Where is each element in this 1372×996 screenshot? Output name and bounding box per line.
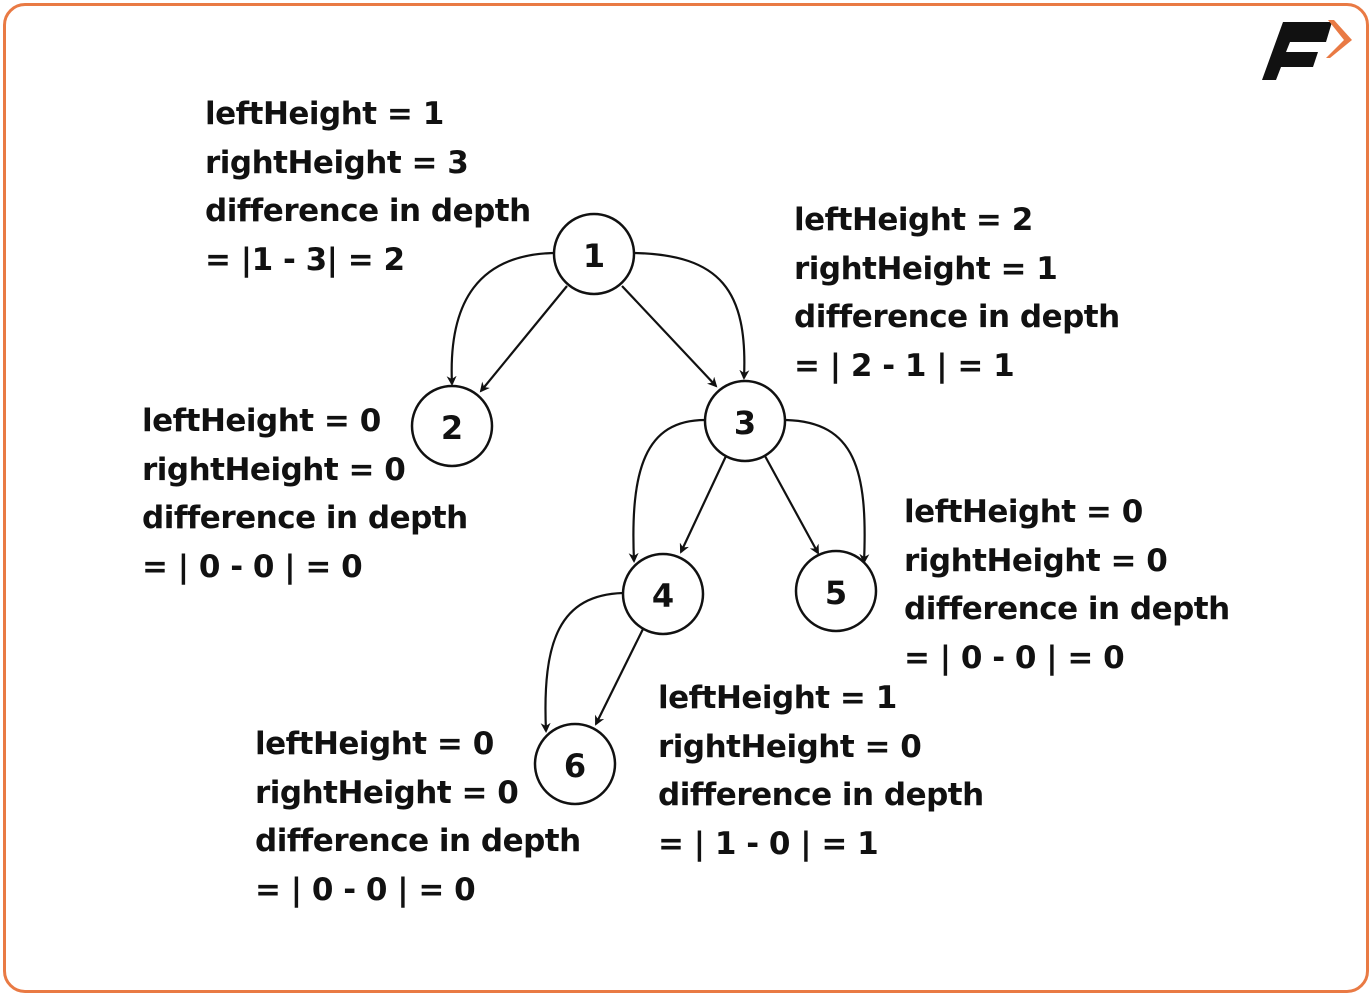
- annotation-node-2: leftHeight = 0 rightHeight = 0 differenc…: [142, 397, 468, 591]
- annotation-line: rightHeight = 3: [205, 144, 469, 181]
- annotation-line: difference in depth: [205, 193, 531, 229]
- node-3: [703, 379, 787, 463]
- diagram-frame: [3, 3, 1369, 993]
- logo: [1262, 20, 1352, 80]
- edge-4-6-curve: [540, 591, 624, 733]
- annotation-line: leftHeight = 0: [255, 726, 494, 762]
- node-3-label: 3: [734, 404, 756, 442]
- node-1: [552, 212, 636, 296]
- annotation-line: rightHeight = 0: [142, 451, 406, 488]
- annotation-line: difference in depth: [904, 591, 1230, 627]
- annotation-line: leftHeight = 2: [794, 202, 1033, 238]
- node-2: [410, 384, 494, 468]
- annotation-line: = |1 - 3| = 2: [205, 241, 405, 278]
- logo-f-icon: [1262, 22, 1332, 80]
- edge-3-4-curve: [628, 418, 706, 563]
- annotation-line: leftHeight = 1: [205, 96, 444, 132]
- annotation-node-1: leftHeight = 1 rightHeight = 3 differenc…: [205, 90, 531, 284]
- annotation-line: leftHeight = 0: [142, 403, 381, 439]
- edge-1-3-straight: [621, 285, 718, 388]
- edge-1-2-curve: [446, 251, 554, 386]
- edge-3-4-straight: [679, 455, 727, 554]
- annotation-line: leftHeight = 1: [658, 680, 897, 716]
- edge-3-5-curve: [785, 418, 870, 564]
- logo-arrow-icon: [1326, 20, 1352, 58]
- annotation-line: rightHeight = 0: [658, 728, 922, 765]
- annotation-line: = | 1 - 0 | = 1: [658, 825, 879, 862]
- annotation-line: = | 0 - 0 | = 0: [904, 639, 1125, 676]
- annotation-node-4: leftHeight = 1 rightHeight = 0 differenc…: [658, 674, 984, 868]
- annotation-line: rightHeight = 1: [794, 250, 1058, 287]
- edge-3-5-straight: [764, 455, 819, 555]
- node-5-label: 5: [825, 574, 847, 612]
- annotation-node-3: leftHeight = 2 rightHeight = 1 differenc…: [794, 196, 1120, 390]
- node-2-label: 2: [441, 409, 463, 447]
- node-1-label: 1: [583, 237, 605, 275]
- annotation-line: rightHeight = 0: [255, 774, 519, 811]
- edge-4-6-straight: [595, 626, 645, 726]
- annotation-line: = | 2 - 1 | = 1: [794, 347, 1015, 384]
- annotation-line: difference in depth: [142, 500, 468, 536]
- annotation-node-5: leftHeight = 0 rightHeight = 0 differenc…: [904, 488, 1230, 682]
- edge-1-2-straight: [479, 285, 568, 393]
- annotation-line: rightHeight = 0: [904, 542, 1168, 579]
- node-4-label: 4: [652, 577, 674, 615]
- node-6: [533, 722, 617, 806]
- node-6-label: 6: [564, 747, 586, 785]
- annotation-line: difference in depth: [794, 299, 1120, 335]
- node-5: [794, 549, 878, 633]
- annotation-line: difference in depth: [658, 777, 984, 813]
- annotation-line: = | 0 - 0 | = 0: [142, 548, 363, 585]
- annotation-node-6: leftHeight = 0 rightHeight = 0 differenc…: [255, 720, 581, 914]
- annotation-line: difference in depth: [255, 823, 581, 859]
- node-4: [621, 552, 705, 636]
- annotation-line: = | 0 - 0 | = 0: [255, 871, 476, 908]
- edge-1-3-curve: [634, 251, 750, 380]
- annotation-line: leftHeight = 0: [904, 494, 1143, 530]
